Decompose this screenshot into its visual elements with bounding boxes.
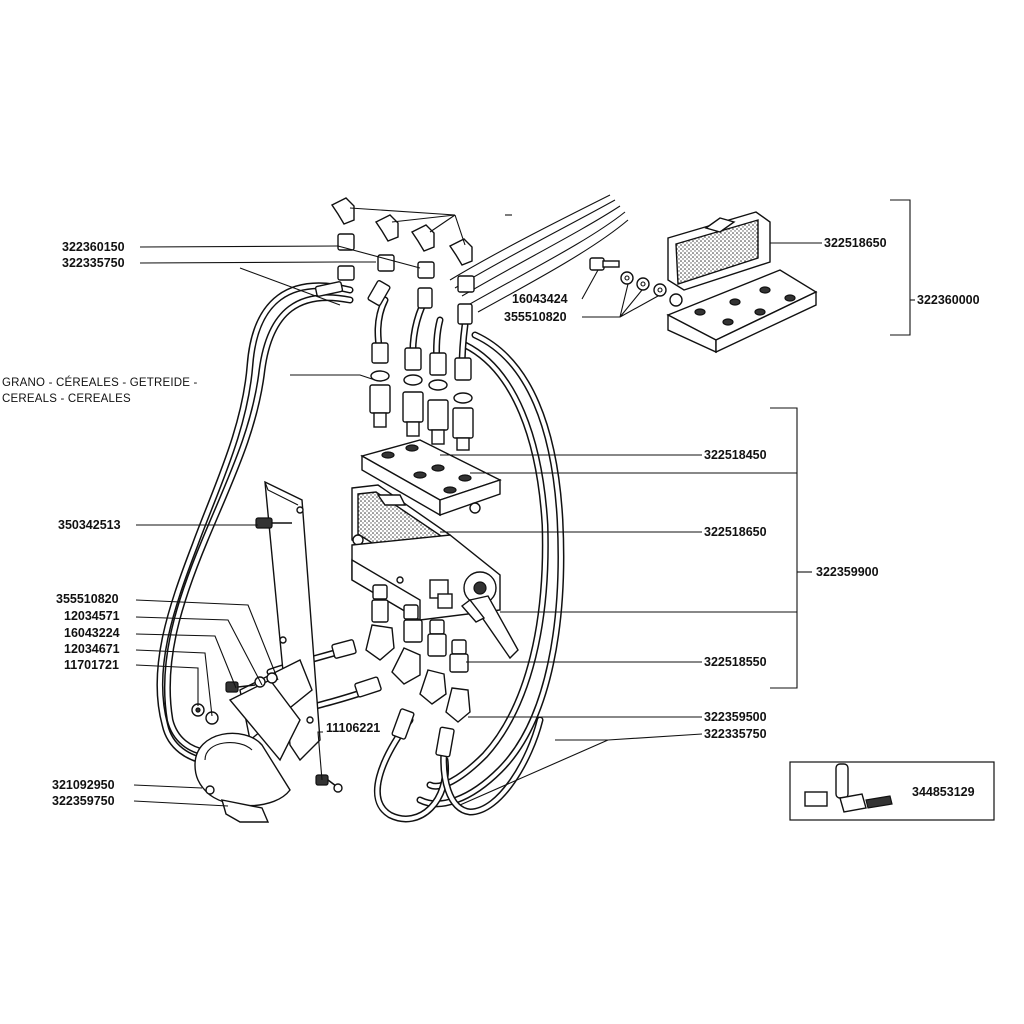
label-16043424: 16043424 bbox=[512, 292, 568, 306]
label-11701721: 11701721 bbox=[64, 658, 119, 672]
label-322360000: 322360000 bbox=[917, 293, 980, 307]
label-12034571: 12034571 bbox=[64, 609, 120, 623]
label-12034671: 12034671 bbox=[64, 642, 120, 656]
filter-element-top bbox=[667, 211, 771, 291]
label-355510820-left: 355510820 bbox=[56, 592, 119, 606]
center-block-assembly bbox=[331, 439, 519, 758]
part-number-labels: 322360150 322335750 16043424 355510820 3… bbox=[52, 236, 980, 808]
leader-lines bbox=[133, 199, 915, 807]
hose-lower bbox=[373, 716, 544, 823]
label-322360150: 322360150 bbox=[62, 240, 125, 254]
label-322518450: 322518450 bbox=[704, 448, 767, 462]
distributor-block bbox=[360, 439, 502, 517]
pipe-clamp bbox=[194, 732, 291, 823]
label-322359750: 322359750 bbox=[52, 794, 115, 808]
diagram-caption: GRANO - CÉREALES - GETREIDE - CEREALS - … bbox=[2, 376, 198, 405]
label-350342513: 350342513 bbox=[58, 518, 121, 532]
label-322518650-mid: 322518650 bbox=[704, 525, 767, 539]
valve-fittings bbox=[331, 584, 471, 758]
label-322359500: 322359500 bbox=[704, 710, 767, 724]
mounting-bracket bbox=[228, 480, 321, 762]
hose-bundle-top bbox=[449, 194, 629, 313]
label-321092950: 321092950 bbox=[52, 778, 115, 792]
label-322359900: 322359900 bbox=[816, 565, 879, 579]
caption-line-2: CEREALS - CEREALES bbox=[2, 393, 131, 405]
filter-base-plate bbox=[666, 269, 818, 354]
caption-line-1: GRANO - CÉREALES - GETREIDE - bbox=[2, 376, 198, 389]
label-11106221: 11106221 bbox=[326, 721, 380, 735]
top-right-filter-assembly bbox=[589, 211, 818, 354]
adapter-stack bbox=[369, 342, 474, 451]
hose-right-loop bbox=[416, 331, 565, 808]
hose-left-loop bbox=[156, 282, 354, 766]
label-322335750-top: 322335750 bbox=[62, 256, 125, 270]
top-fittings bbox=[314, 197, 512, 451]
hex-nut bbox=[337, 233, 475, 293]
hose-end-fitting bbox=[314, 280, 473, 325]
bolt-small bbox=[315, 774, 343, 793]
label-322518550: 322518550 bbox=[704, 655, 767, 669]
valve-lever bbox=[460, 571, 519, 660]
label-322335750-bottom: 322335750 bbox=[704, 727, 767, 741]
label-16043224: 16043224 bbox=[64, 626, 120, 640]
tool-inset-box bbox=[789, 761, 995, 821]
screw-and-washers bbox=[589, 257, 667, 297]
label-344853129: 344853129 bbox=[912, 785, 975, 799]
label-322518650-top: 322518650 bbox=[824, 236, 887, 250]
label-355510820-top: 355510820 bbox=[504, 310, 567, 324]
